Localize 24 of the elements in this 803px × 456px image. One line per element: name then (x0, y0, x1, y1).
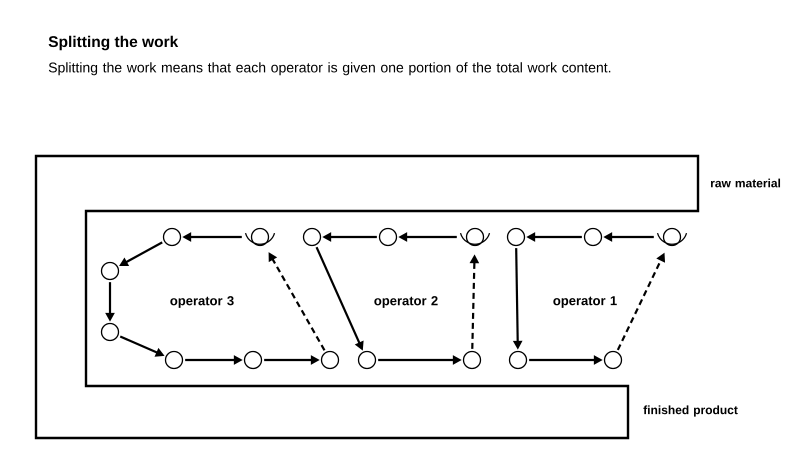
item-circle (508, 350, 528, 370)
operator-symbol (460, 228, 490, 246)
item-circle (100, 322, 120, 342)
operator-label: operator 3 (170, 296, 234, 308)
conveyor-label: finished product (643, 405, 738, 417)
item-circle (302, 228, 322, 246)
item-circle (604, 350, 622, 370)
item-circle (320, 350, 340, 370)
item-circle (378, 228, 398, 246)
item-circle (358, 350, 376, 370)
operator-symbol (244, 228, 276, 246)
operator-label: operator 2 (374, 296, 438, 308)
item-circle (506, 228, 526, 246)
operator-label: operator 1 (553, 296, 617, 308)
operator-symbol (656, 228, 688, 246)
conveyor-label: raw material (711, 178, 780, 188)
item-circle (584, 228, 602, 246)
title: Splitting the work (48, 36, 178, 50)
item-circle (162, 228, 182, 246)
item-circle (100, 262, 120, 280)
body-text: Splitting the work means that each operator is given one portion of the total work content. (48, 62, 610, 76)
item-circle (462, 350, 482, 370)
item-circle (164, 350, 184, 370)
item-circle (244, 350, 262, 370)
